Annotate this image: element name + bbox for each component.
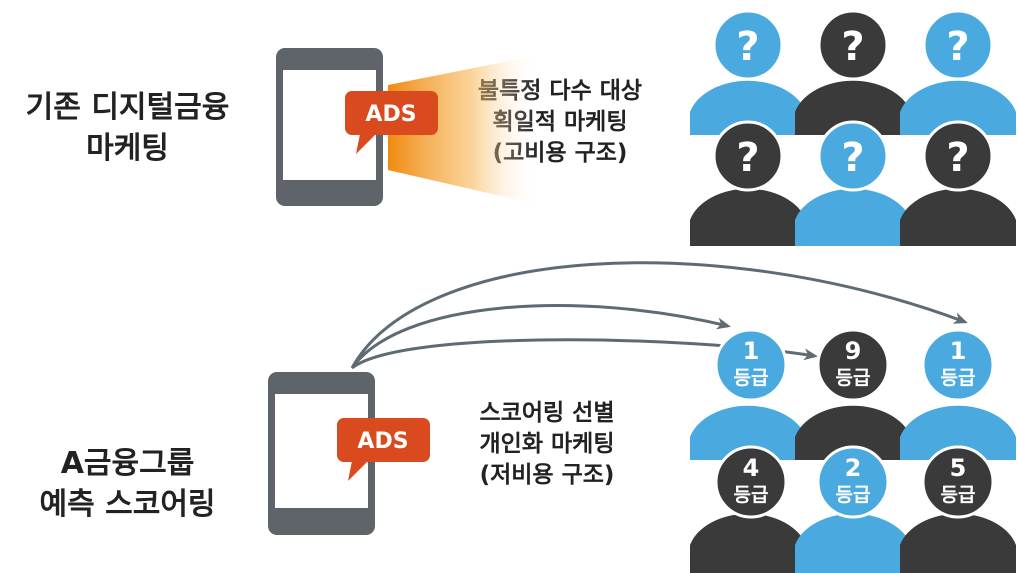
question-mark: ? [946,24,969,70]
person-icon: ? [900,9,1016,135]
question-mark: ? [841,24,864,70]
question-mark: ? [736,24,759,70]
top-title-line1: 기존 디지털금융 [25,90,230,125]
person-icon: 1 등급 [900,328,1016,460]
grade-suffix: 등급 [734,367,769,389]
bottom-ads-label: ADS [357,429,408,454]
person-icon: ? [900,120,1016,246]
person-icon: 9 등급 [795,328,911,460]
arrow-icon [350,261,968,369]
person-icon: ? [795,120,911,246]
ads-bubble-icon: ADS [345,91,438,154]
top-people-grid: ? ? ? ? ? ? [690,9,1016,246]
person-icon: 4 등급 [690,445,806,573]
grade-suffix: 등급 [836,367,871,389]
bottom-desc-line2: 개인화 마케팅 [479,431,615,458]
grade-number: 1 [950,337,967,365]
grade-number: 5 [950,454,967,482]
person-icon: 2 등급 [795,445,911,573]
arrow-icon [350,304,731,369]
grade-number: 2 [845,454,862,482]
bottom-desc-line3: (저비용 구조) [479,462,615,489]
question-mark: ? [841,135,864,181]
grade-number: 1 [743,337,760,365]
question-mark: ? [946,135,969,181]
bottom-section-title: A금융그룹 예측 스코어링 [10,444,245,525]
ads-bubble-icon: ADS [337,418,430,481]
phone-icon [276,48,383,206]
grade-suffix: 등급 [734,484,769,506]
person-icon: 5 등급 [900,445,1016,573]
top-title-line2: 마케팅 [86,130,169,166]
person-icon: 1 등급 [690,328,806,460]
bottom-people-grid: 1 등급 9 등급 1 등급 4 등급 2 등급 [690,328,1016,573]
person-icon: ? [795,9,911,135]
top-ads-label: ADS [365,102,416,127]
grade-number: 4 [743,454,760,482]
grade-suffix: 등급 [941,367,976,389]
person-icon: ? [690,9,806,135]
grade-suffix: 등급 [941,484,976,506]
bottom-title-line2: 예측 스코어링 [39,486,216,522]
person-icon: ? [690,120,806,246]
grade-number: 9 [845,337,862,365]
question-mark: ? [736,135,759,181]
grade-suffix: 등급 [836,484,871,506]
bottom-title-line1: A금융그룹 [60,446,195,481]
phone-icon [268,372,375,535]
bottom-desc-line1: 스코어링 선별 [479,400,615,426]
bottom-description: 스코어링 선별 개인화 마케팅 (저비용 구조) [442,398,652,491]
top-section-title: 기존 디지털금융 마케팅 [10,88,245,169]
